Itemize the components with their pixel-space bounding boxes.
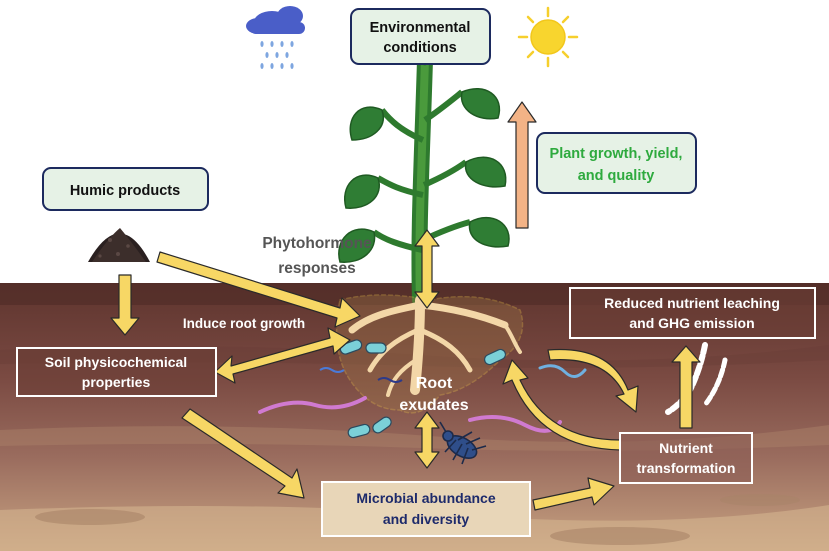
arrow-microbial-to-nutrient <box>532 477 615 511</box>
arrow-root-microbial <box>414 411 440 469</box>
induce-root-label: Induce root growth <box>183 316 305 331</box>
soil-line2: properties <box>82 374 151 390</box>
rain-cloud-icon <box>246 6 305 69</box>
phytohormone-line2: responses <box>278 260 356 277</box>
root-exudates-line2: exudates <box>399 397 468 414</box>
reduced-line2: and GHG emission <box>629 315 754 331</box>
microbe-icon <box>319 339 507 439</box>
insect-icon <box>439 421 487 465</box>
arrow-curve-to-root <box>502 359 621 451</box>
box-reduced-leaching: Reduced nutrient leaching and GHG emissi… <box>569 287 816 339</box>
box-microbial-abundance: Microbial abundance and diversity <box>321 481 531 537</box>
root-system <box>335 294 524 414</box>
microbial-line2: and diversity <box>383 511 470 527</box>
phytohormone-line1: Phytohormone <box>262 235 372 252</box>
sun-icon <box>517 6 579 68</box>
nutrient-line2: transformation <box>637 460 736 476</box>
plant-growth-line2: and quality <box>578 168 655 184</box>
arrow-humic-to-root <box>156 251 361 328</box>
environment-line1: Environmental <box>370 20 471 36</box>
nutrient-line1: Nutrient <box>659 440 713 456</box>
environment-line2: conditions <box>383 40 456 56</box>
box-environmental-conditions: Environmental conditions <box>350 8 491 65</box>
soil-line1: Soil physicochemical <box>45 354 187 370</box>
humic-powder-icon <box>88 228 150 262</box>
microbial-line1: Microbial abundance <box>356 490 495 506</box>
root-exudates-line1: Root <box>416 375 453 392</box>
plant-growth-line1: Plant growth, yield, <box>550 146 683 162</box>
arrow-plant-growth <box>507 101 537 229</box>
box-soil-properties: Soil physicochemical properties <box>16 347 217 397</box>
humic-label: Humic products <box>70 183 180 199</box>
arrow-soil-to-microbial <box>181 408 305 499</box>
arrow-nutrient-to-reduced <box>671 345 701 429</box>
arrow-plant-root <box>414 229 440 309</box>
box-humic-products: Humic products <box>42 167 209 211</box>
box-plant-growth: Plant growth, yield, and quality <box>536 132 697 194</box>
arrow-curve-to-nutrient <box>547 348 639 413</box>
box-nutrient-transformation: Nutrient transformation <box>619 432 753 484</box>
arrows <box>110 229 701 511</box>
arrow-humic-to-soil <box>110 274 140 336</box>
arrow-soil-root <box>214 327 351 384</box>
reduced-line1: Reduced nutrient leaching <box>604 295 780 311</box>
